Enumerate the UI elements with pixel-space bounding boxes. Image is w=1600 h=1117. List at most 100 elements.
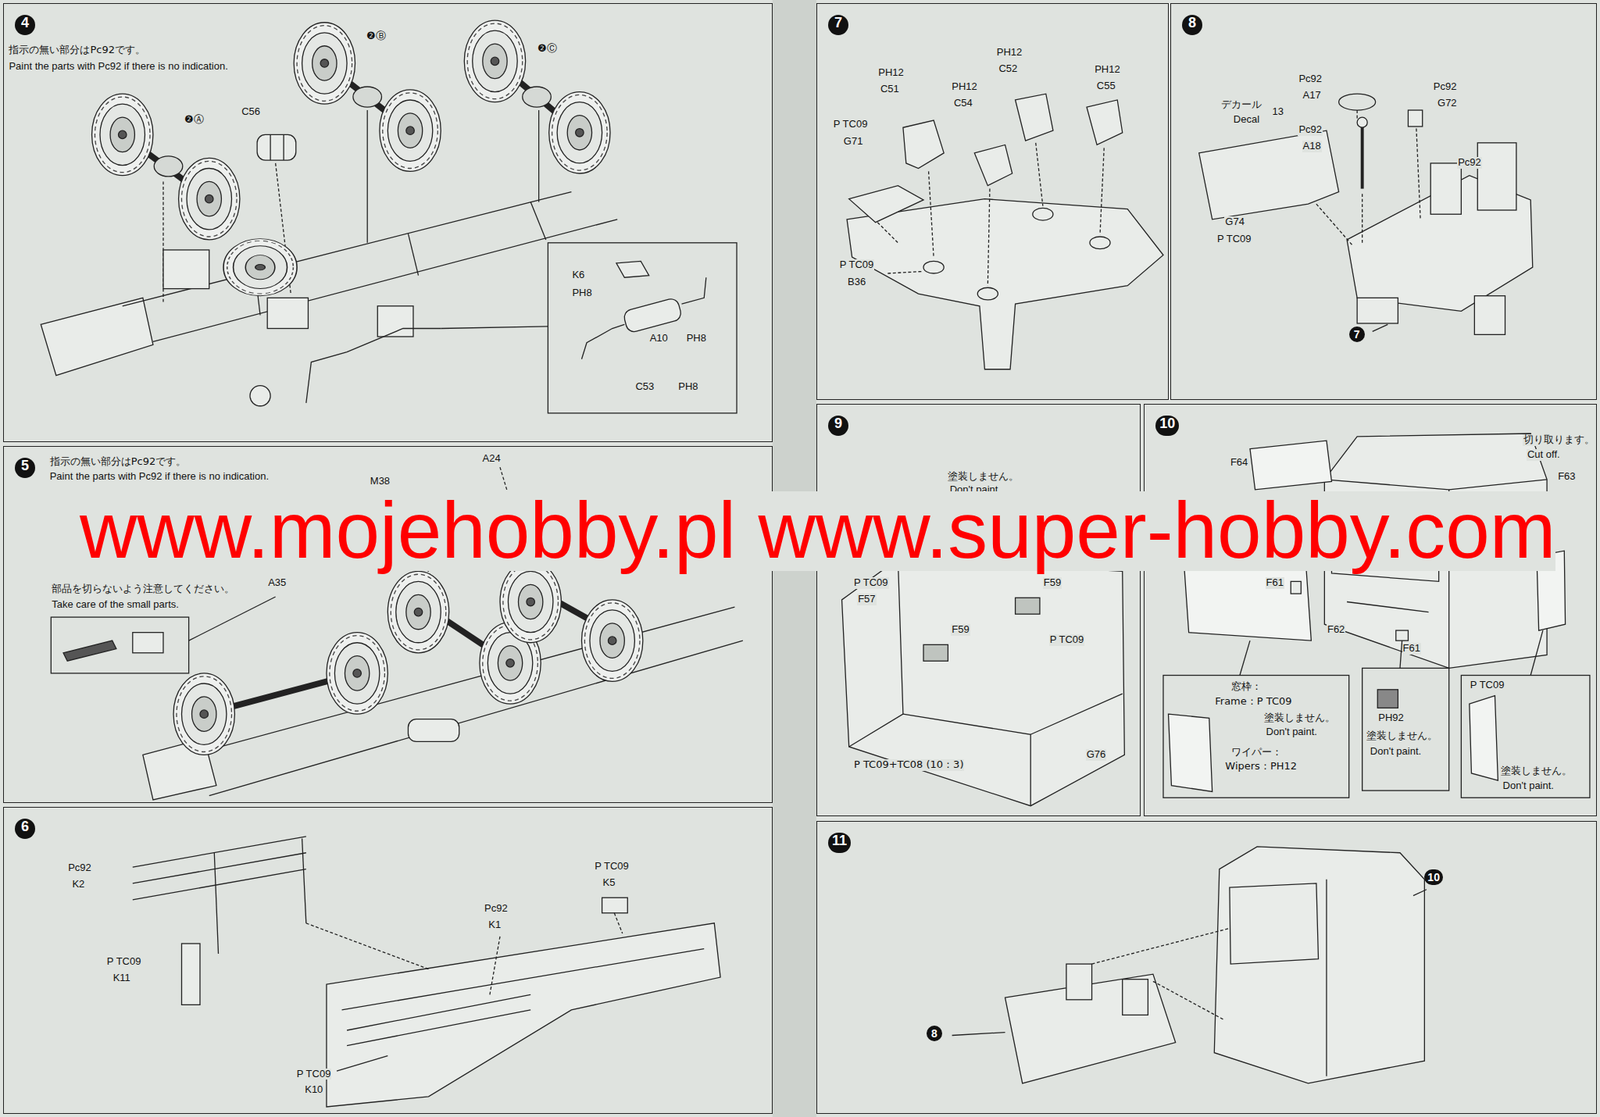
frame-drawing [614, 913, 622, 934]
chassis-drawing [326, 632, 388, 715]
cab-floor-drawing [1360, 124, 1365, 189]
part-label: B36 [846, 276, 867, 289]
chassis-drawing [387, 571, 449, 653]
part-label: C53 [634, 381, 655, 393]
chassis-drawing [92, 93, 154, 175]
final-assembly-drawing [1214, 846, 1425, 1084]
part-label: ❷Ⓑ [365, 30, 387, 43]
chassis-drawing [367, 110, 368, 243]
part-label: C52 [997, 63, 1018, 75]
japanese-note: 塗装しません。 [1500, 765, 1573, 778]
floor-drawing [846, 199, 1164, 370]
chassis-drawing [40, 297, 154, 375]
step-number: 6 [14, 818, 36, 840]
chassis-drawing [522, 86, 552, 108]
part-label: 13 [1271, 106, 1284, 118]
cab-floor-drawing [1361, 193, 1363, 243]
part-label: Don't paint. [1265, 726, 1318, 739]
chassis-drawing [293, 22, 355, 104]
frame-drawing [132, 853, 307, 884]
part-label: ❷Ⓒ [536, 42, 558, 55]
cab-rear-drawing [842, 559, 1125, 807]
final-assembly-drawing [1153, 981, 1225, 1021]
part-label: Pc92 [483, 903, 509, 915]
frame-drawing [346, 994, 531, 1031]
cab-floor-drawing [1356, 110, 1358, 121]
chassis-drawing [209, 640, 743, 797]
cab-rear-drawing [1015, 597, 1040, 615]
final-assembly-drawing [1229, 883, 1319, 965]
floor-drawing [849, 185, 924, 223]
japanese-note: デカール [1220, 99, 1263, 111]
part-label: Pc92 [67, 862, 93, 875]
chassis-drawing [282, 134, 284, 161]
chassis-drawing [681, 277, 706, 304]
chassis-drawing [538, 110, 540, 203]
frame-drawing [181, 943, 200, 1005]
part-label: C51 [879, 83, 900, 96]
part-label: Don't paint. [1369, 746, 1422, 758]
floor-drawing [1035, 142, 1043, 207]
part-label: C54 [953, 97, 974, 110]
callout-number: 7 [1349, 326, 1365, 343]
part-label: F62 [1326, 624, 1346, 636]
cab-floor-drawing [1430, 163, 1461, 215]
chassis-drawing [189, 596, 276, 641]
japanese-note: Frame：P TC09 [1214, 696, 1293, 708]
cab-drawing [1362, 667, 1450, 791]
cab-drawing [1183, 559, 1311, 641]
final-assembly-drawing [952, 1032, 1006, 1036]
cab-floor-drawing [1339, 93, 1376, 111]
step-number: 4 [14, 14, 36, 36]
part-label: F61 [1265, 577, 1285, 590]
frame-drawing [346, 1010, 531, 1047]
floor-drawing [903, 120, 944, 168]
step-panel: 8 [1170, 3, 1597, 400]
cab-floor-drawing [1407, 110, 1422, 127]
japanese-note: ワイパー： [1230, 746, 1283, 759]
chassis-drawing [257, 134, 297, 161]
floor-drawing [1100, 147, 1104, 235]
floor-drawing [1032, 207, 1054, 221]
chassis-drawing [153, 156, 183, 177]
chassis-drawing [223, 239, 297, 297]
part-label: Don't paint. [1502, 780, 1555, 793]
chassis-drawing [163, 250, 210, 290]
cab-drawing [1163, 675, 1350, 799]
chassis-drawing [622, 297, 683, 334]
chassis-drawing [353, 86, 383, 108]
part-label: Decal [1232, 114, 1261, 126]
floor-drawing [1089, 236, 1111, 250]
frame-drawing [302, 838, 307, 923]
final-assembly-drawing [1122, 979, 1149, 1016]
floor-drawing [928, 171, 935, 258]
part-label: PH8 [571, 287, 593, 300]
final-assembly-drawing [1066, 964, 1093, 1000]
chassis-drawing [547, 242, 737, 414]
part-label: G72 [1436, 97, 1458, 110]
cab-floor-drawing [1477, 142, 1517, 211]
floor-drawing [877, 222, 898, 243]
japanese-note: 切り取ります。 [1522, 434, 1596, 447]
final-assembly-drawing [952, 846, 1427, 1084]
part-label: Take care of the small parts. [50, 599, 180, 611]
final-assembly-drawing [1092, 928, 1230, 965]
part-label: P TC09 [106, 956, 143, 968]
part-label: P TC09 [839, 259, 875, 272]
part-label: C55 [1096, 80, 1117, 93]
part-label: P TC09 [1216, 233, 1253, 246]
floor-drawing [974, 144, 1012, 186]
chassis-drawing [616, 260, 650, 278]
japanese-note: 指示の無い部分はPc92です。 [49, 456, 188, 468]
part-label: Cut off. [1526, 449, 1561, 461]
watermark-text: www.mojehobby.pl www.super-hobby.com [79, 491, 1557, 572]
cab-drawing [1324, 479, 1547, 490]
chassis-drawing [267, 297, 308, 329]
chassis-drawing [581, 324, 625, 359]
chassis-drawing [63, 640, 117, 661]
floor-drawing [1086, 100, 1123, 145]
part-label: K6 [571, 269, 586, 282]
part-label: PH8 [685, 332, 708, 345]
part-label: Pc92 [1297, 124, 1323, 136]
part-label: P TC09 [832, 118, 869, 131]
